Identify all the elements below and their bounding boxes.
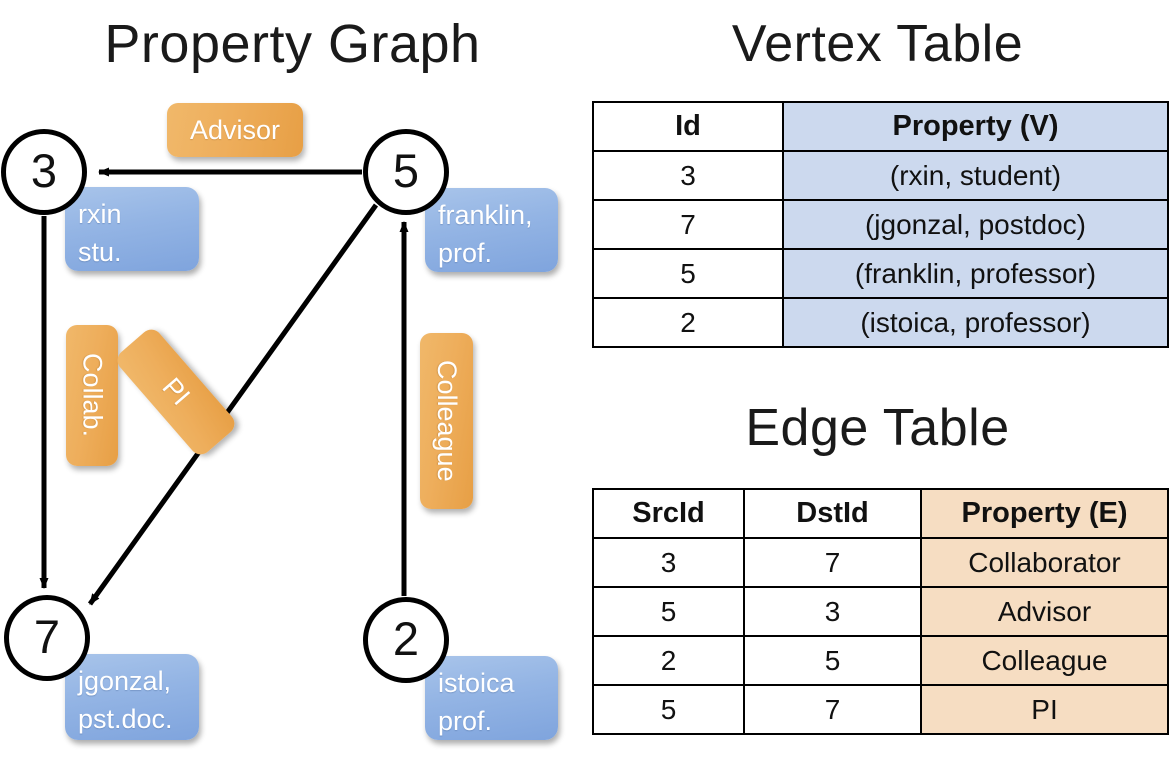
page-title-property-graph: Property Graph	[104, 14, 481, 74]
table-row[interactable]: 5 3 Advisor	[592, 586, 1169, 637]
edge-row-property: Collaborator	[920, 537, 1169, 588]
vertex-row-property: (jgonzal, postdoc)	[782, 199, 1169, 250]
table-row[interactable]: 5 7 PI	[592, 684, 1169, 735]
vertex-row-id: 7	[592, 199, 784, 250]
edge-table-header-srcid: SrcId	[592, 488, 745, 539]
edge-row-srcid: 5	[592, 684, 745, 735]
edge-label-advisor-text: Advisor	[189, 114, 281, 145]
graph-node-2-label: 2	[392, 611, 420, 665]
table-row[interactable]: 7 (jgonzal, postdoc)	[592, 199, 1169, 250]
graph-node-3[interactable]: 3	[1, 129, 87, 215]
graph-node-7[interactable]: 7	[4, 595, 90, 681]
edge-row-dstid: 7	[743, 684, 922, 735]
edge-row-srcid: 3	[592, 537, 745, 588]
vertex-row-property: (franklin, professor)	[782, 248, 1169, 299]
edge-table: SrcId DstId Property (E) 3 7 Collaborato…	[592, 488, 1169, 735]
vertex-bubble-jgonzal-line1: jgonzal,	[78, 666, 172, 696]
graph-node-5-label: 5	[392, 143, 420, 197]
property-graph-diagram: Advisor Collab. PI Colleague rxin stu. f…	[1, 103, 558, 740]
vertex-row-id: 3	[592, 150, 784, 201]
table-row[interactable]: 5 (franklin, professor)	[592, 248, 1169, 299]
vertex-bubble-istoica[interactable]: istoica prof.	[425, 656, 558, 740]
vertex-bubble-franklin-line1: franklin,	[438, 200, 533, 230]
table-row[interactable]: 2 (istoica, professor)	[592, 297, 1169, 348]
edge-row-dstid: 7	[743, 537, 922, 588]
edge-label-collab-text: Collab.	[77, 353, 108, 438]
graph-node-7-label: 7	[33, 609, 61, 663]
vertex-table-header-property: Property (V)	[782, 101, 1169, 152]
vertex-row-id: 5	[592, 248, 784, 299]
vertex-row-property: (istoica, professor)	[782, 297, 1169, 348]
graph-node-3-label: 3	[30, 143, 58, 197]
vertex-bubble-franklin[interactable]: franklin, prof.	[425, 188, 558, 272]
table-row[interactable]: 3 (rxin, student)	[592, 150, 1169, 201]
vertex-bubble-jgonzal[interactable]: jgonzal, pst.doc.	[65, 654, 199, 740]
page-title-edge-table: Edge Table	[745, 399, 1010, 457]
vertex-table: Id Property (V) 3 (rxin, student) 7 (jgo…	[592, 101, 1169, 348]
vertex-bubble-jgonzal-line2: pst.doc.	[78, 704, 173, 734]
edge-label-advisor[interactable]: Advisor	[167, 103, 303, 157]
page-title-vertex-table: Vertex Table	[731, 15, 1024, 73]
edge-row-dstid: 5	[743, 635, 922, 686]
edge-table-header-dstid: DstId	[743, 488, 922, 539]
vertex-bubble-rxin-line2: stu.	[78, 237, 122, 267]
vertex-bubble-rxin[interactable]: rxin stu.	[65, 187, 199, 271]
edge-label-collab[interactable]: Collab.	[66, 325, 118, 466]
table-row[interactable]: 3 7 Collaborator	[592, 537, 1169, 588]
edge-table-header-property: Property (E)	[920, 488, 1169, 539]
graph-node-5[interactable]: 5	[363, 129, 449, 215]
edge-row-srcid: 2	[592, 635, 745, 686]
edge-row-property: Advisor	[920, 586, 1169, 637]
vertex-bubble-franklin-line2: prof.	[438, 238, 493, 268]
edge-row-property: PI	[920, 684, 1169, 735]
vertex-bubble-istoica-line1: istoica	[438, 668, 515, 698]
vertex-table-header-id: Id	[592, 101, 784, 152]
edge-row-srcid: 5	[592, 586, 745, 637]
edge-label-colleague-text: Colleague	[432, 360, 462, 482]
edge-row-dstid: 3	[743, 586, 922, 637]
vertex-bubble-rxin-line1: rxin	[78, 199, 122, 229]
edge-label-colleague[interactable]: Colleague	[420, 333, 473, 509]
edge-label-pi[interactable]: PI	[113, 325, 239, 459]
vertex-row-property: (rxin, student)	[782, 150, 1169, 201]
table-row[interactable]: 2 5 Colleague	[592, 635, 1169, 686]
vertex-bubble-istoica-line2: prof.	[438, 706, 493, 736]
edge-row-property: Colleague	[920, 635, 1169, 686]
edge-table-header-row: SrcId DstId Property (E)	[592, 488, 1169, 539]
vertex-table-header-row: Id Property (V)	[592, 101, 1169, 152]
edge-label-pi-text: PI	[156, 372, 197, 412]
graph-node-2[interactable]: 2	[363, 597, 449, 683]
vertex-row-id: 2	[592, 297, 784, 348]
